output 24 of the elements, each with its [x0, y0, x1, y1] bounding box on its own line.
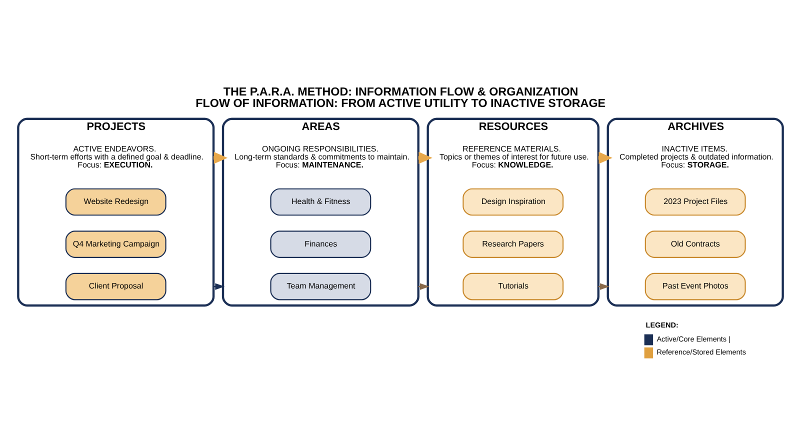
node-box: Finances: [270, 230, 371, 258]
label: LEGEND:: [645, 320, 678, 330]
arrow: [598, 283, 610, 290]
node-text: INACTIVE ITEMS. Completed projects & outdated information. Focus: STORAGE.: [619, 144, 773, 170]
node-box: Client Proposal: [64, 272, 166, 300]
node-text: REFERENCE MATERIALS. Topics or themes of interest for future use. Focus: KNOWLEDGE.: [438, 144, 588, 170]
arrow: [213, 283, 224, 290]
node-box: Old Contracts: [644, 230, 746, 258]
arrow: [418, 283, 429, 290]
node-box: Research Papers: [462, 230, 564, 258]
node-text: ACTIVE ENDEAVORS. Short-term efforts with a defined goal & deadline. Focus: EXECUTION.: [30, 144, 204, 170]
node-box: Team Management: [270, 272, 371, 300]
node-box: Website Redesign: [64, 188, 166, 216]
node-box: Design Inspiration: [462, 188, 564, 216]
node-box: 2023 Project Files: [644, 188, 746, 216]
diagram-title: THE P.A.R.A. METHOD: INFORMATION FLOW & ORGANIZATION: [222, 85, 578, 98]
node-box: Health & Fitness: [270, 188, 371, 216]
node-text: ONGOING RESPONSIBILITIES. Long-term standards & commitments to maintain. Focus: MAINTENANCE.: [234, 144, 409, 170]
legend-label: Active/Core Elements |: [656, 334, 730, 344]
caption: FLOW OF INFORMATION: FROM ACTIVE UTILITY TO INACTIVE STORAGE: [195, 97, 606, 110]
legend-label: Reference/Stored Elements: [656, 348, 746, 357]
node-box: Tutorials: [462, 272, 564, 300]
node-box: Q4 Marketing Campaign: [64, 230, 166, 258]
node-box: Past Event Photos: [644, 272, 746, 300]
